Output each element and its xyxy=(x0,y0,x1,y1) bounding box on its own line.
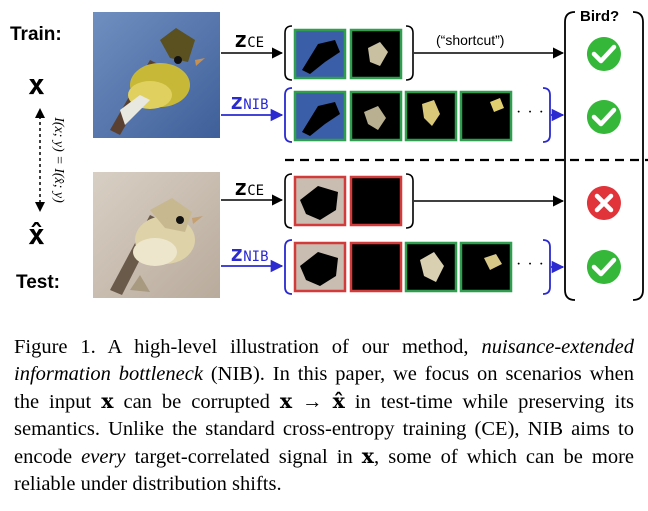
train-nib-patches xyxy=(293,90,513,142)
train-label: Train: xyxy=(10,24,62,45)
train-ce-patches xyxy=(293,28,403,80)
train-bird-image xyxy=(93,12,220,138)
var-x: x xyxy=(28,68,45,101)
z-ce-test: zCE xyxy=(234,176,265,201)
figure-1: Train: Test: x x̂ I(x; y) = I(x̂; y) zCE… xyxy=(10,8,648,301)
z-ce-train: zCE xyxy=(234,28,265,53)
z-nib-test: zNIB xyxy=(230,242,269,267)
ellipsis-test: · · · xyxy=(516,256,545,273)
check-icon xyxy=(586,250,621,284)
test-ce-patches xyxy=(293,175,403,227)
shortcut-label: (“shortcut”) xyxy=(436,32,505,48)
test-bird-image xyxy=(93,172,220,298)
z-nib-train: zNIB xyxy=(230,90,269,115)
mi-label: I(x; y) = I(x̂; y) xyxy=(51,117,66,203)
test-label: Test: xyxy=(16,272,60,293)
check-icon xyxy=(586,37,621,71)
test-nib-patches xyxy=(293,241,513,293)
ellipsis-train: · · · xyxy=(516,104,545,121)
check-icon xyxy=(586,100,621,134)
figure-caption: Figure 1. A high-level illustration of o… xyxy=(14,336,635,495)
var-xhat: x̂ xyxy=(28,218,45,251)
cross-icon xyxy=(586,186,621,220)
bird-question: Bird? xyxy=(580,8,620,25)
